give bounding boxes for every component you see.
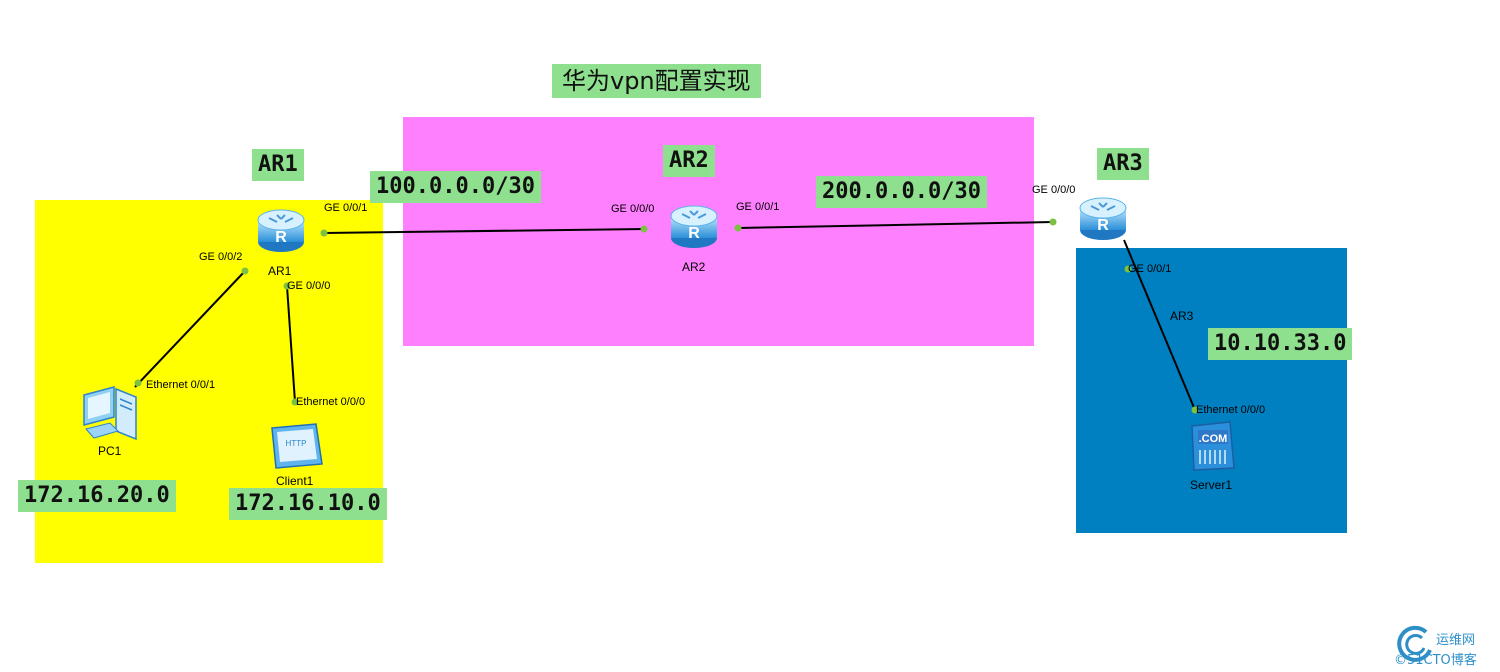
link-ar1-pc1[interactable]	[134, 270, 246, 388]
svg-text:R: R	[1097, 217, 1109, 234]
watermark-line2: ©51CTO博客	[1394, 653, 1477, 668]
diagram-title: 华为vpn配置实现	[552, 64, 761, 98]
http-client-icon[interactable]: HTTP	[268, 422, 326, 470]
port-label-ar3-ge000: GE 0/0/0	[1032, 184, 1076, 196]
link-ar3-server1[interactable]	[1123, 239, 1196, 411]
network-label-172-20: 172.16.20.0	[18, 480, 176, 512]
port-dot-ar3-ge000	[1049, 218, 1057, 226]
port-label-pc1-eth: Ethernet 0/0/1	[146, 379, 216, 391]
port-label-server1-eth: Ethernet 0/0/0	[1196, 404, 1266, 416]
router-icon[interactable]: R	[668, 200, 720, 252]
router-name-ar2: AR2	[682, 260, 706, 274]
router-tag-ar3: AR3	[1097, 148, 1149, 180]
network-label-10-10: 10.10.33.0	[1208, 328, 1353, 360]
network-label-172-10: 172.16.10.0	[229, 488, 387, 520]
link-ar2-ar3[interactable]	[737, 221, 1054, 229]
port-label-ar3-ge001: GE 0/0/1	[1128, 263, 1172, 275]
port-label-client1-eth: Ethernet 0/0/0	[296, 396, 366, 408]
port-label-ar2-ge001: GE 0/0/1	[736, 201, 780, 213]
host-name-server1: Server1	[1190, 478, 1233, 492]
router-icon[interactable]: R	[1077, 192, 1129, 244]
svg-text:R: R	[275, 229, 287, 246]
port-dot-ar2-ge001	[734, 224, 742, 232]
svg-text:.COM: .COM	[1199, 433, 1228, 445]
router-tag-ar1: AR1	[252, 149, 304, 181]
dotcom-server-icon[interactable]: .COM	[1188, 420, 1238, 472]
router-name-ar1: AR1	[268, 264, 292, 278]
link-ar1-client1[interactable]	[286, 285, 296, 403]
watermark-logo-icon	[1397, 625, 1432, 662]
port-dot-client1-eth	[291, 398, 299, 406]
port-dot-ar1-ge000	[283, 282, 291, 290]
port-label-ar1-ge001: GE 0/0/1	[324, 202, 368, 214]
port-dot-ar1-ge002	[241, 267, 249, 275]
network-label-100: 100.0.0.0/30	[370, 171, 541, 203]
router-name-ar3: AR3	[1170, 309, 1194, 323]
port-dot-server1-eth	[1191, 406, 1199, 414]
port-label-ar2-ge000: GE 0/0/0	[611, 203, 655, 215]
network-label-200: 200.0.0.0/30	[816, 176, 987, 208]
host-name-pc1: PC1	[98, 444, 122, 458]
watermark-line1: 运维网	[1436, 633, 1476, 648]
router-tag-ar2: AR2	[663, 145, 715, 177]
svg-text:R: R	[688, 225, 700, 242]
port-label-ar1-ge000: GE 0/0/0	[287, 280, 331, 292]
pc-icon[interactable]	[80, 383, 142, 441]
port-dot-ar2-ge000	[640, 225, 648, 233]
zone-ar3-lan	[1076, 248, 1347, 533]
port-dot-ar1-ge001	[320, 229, 328, 237]
link-ar1-ar2[interactable]	[323, 228, 645, 234]
port-dot-ar3-ge001	[1124, 265, 1132, 273]
port-label-ar1-ge002: GE 0/0/2	[199, 251, 243, 263]
port-dot-pc1-eth	[134, 379, 142, 387]
host-name-client1: Client1	[276, 474, 314, 488]
svg-text:HTTP: HTTP	[286, 439, 307, 448]
router-icon[interactable]: R	[255, 204, 307, 256]
